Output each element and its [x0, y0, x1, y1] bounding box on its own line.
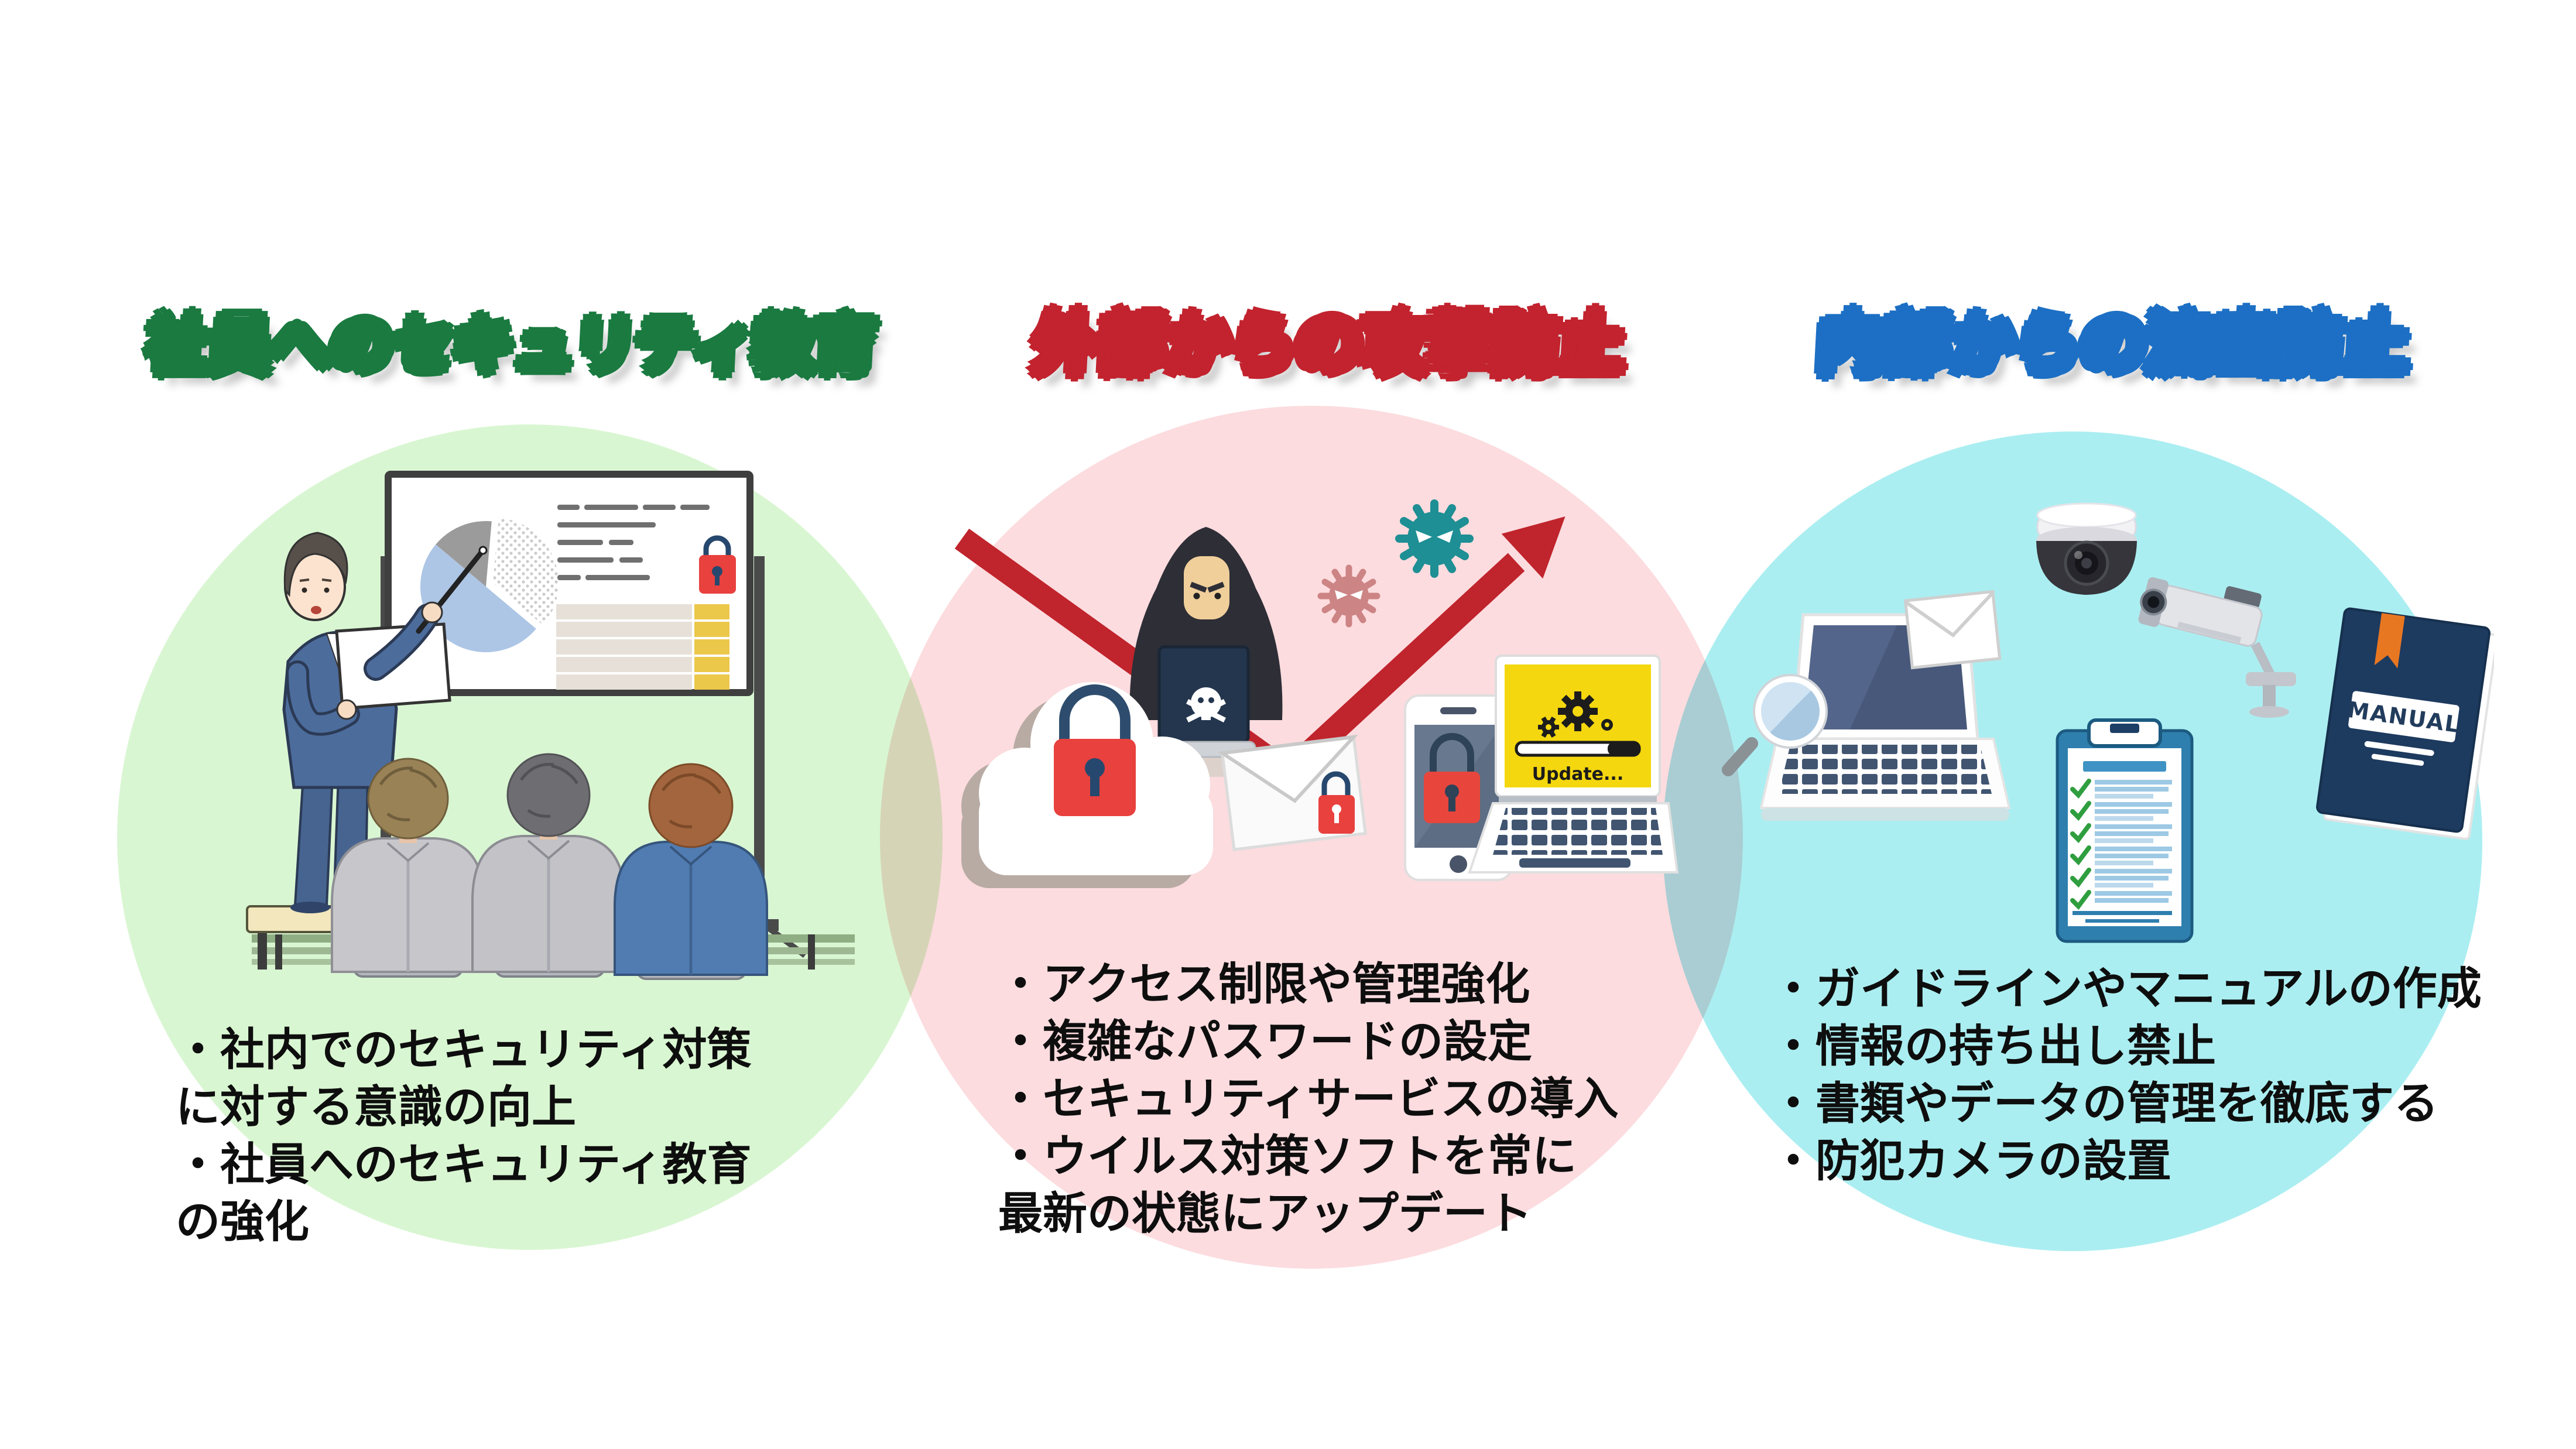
audit-laptop-icon: [1722, 590, 2011, 821]
check-items: [2070, 779, 2172, 910]
internal-leak-bullets: ・ガイドラインやマニュアルの作成 ・情報の持ち出し禁止 ・書類やデータの管理を徹…: [1771, 960, 2482, 1190]
external-attack-title: 外部からの攻撃防止: [1029, 304, 1629, 386]
bullet-line: ・書類やデータの管理を徹底する: [1771, 1077, 2438, 1129]
pie-chart-icon: [420, 518, 559, 653]
locked-email-icon: [1217, 734, 1368, 851]
bullet-line: ・社内でのセキュリティ対策: [176, 1023, 752, 1075]
bullet-line: 最新の状態にアップデート: [998, 1187, 1532, 1239]
bullet-line: ・ウイルス対策ソフトを常に: [998, 1130, 1577, 1182]
gears-icon: [1538, 691, 1613, 738]
board-lock-icon: [699, 535, 736, 594]
update-label: Update...: [1532, 764, 1623, 785]
education-bullets: ・社内でのセキュリティ対策 に対する意識の向上 ・社員へのセキュリティ教育 の強…: [176, 1021, 751, 1251]
virus-icon-pink: [1317, 564, 1381, 628]
checklist-clipboard-icon: [2056, 718, 2194, 943]
attack-illustration: Update...: [954, 499, 1679, 888]
attendee-1: [331, 758, 485, 973]
seminar-illustration: [246, 471, 855, 980]
email-lock-icon: [1318, 771, 1355, 834]
external-attack-bullets: ・アクセス制限や管理強化 ・複雑なパスワードの設定 ・セキュリティサービスの導入…: [998, 955, 1618, 1242]
attendee-2: [471, 753, 626, 973]
virus-icon-teal: [1395, 499, 1474, 578]
bullet-line: の強化: [176, 1195, 309, 1248]
cctv-camera-icon: [2138, 577, 2296, 718]
manual-book-icon: MANUAL: [2316, 607, 2494, 840]
bullet-line: ・セキュリティサービスの導入: [998, 1073, 1619, 1125]
update-laptop-icon: Update...: [1468, 655, 1679, 873]
bullet-line: ・防犯カメラの設置: [1771, 1135, 2171, 1187]
audience: [331, 753, 768, 980]
slide-text-lines: [557, 505, 710, 580]
magnifier-icon: [1722, 674, 1828, 776]
education-title: 社員へのセキュリティ教育: [143, 307, 880, 384]
bullet-line: ・社員へのセキュリティ教育: [176, 1138, 752, 1190]
presenter: [282, 532, 488, 913]
attendee-3: [614, 763, 768, 976]
bullet-line: ・情報の持ち出し禁止: [1771, 1020, 2216, 1072]
whiteboard: [385, 471, 753, 696]
envelope-icon: [1903, 590, 2002, 670]
slide-table: [556, 604, 729, 690]
bullet-line: ・複雑なパスワードの設定: [998, 1015, 1532, 1067]
internal-leak-title: 内部からの流出防止: [1813, 304, 2413, 386]
dome-camera-icon: [2036, 502, 2137, 595]
surveillance-illustration: MANUAL: [1722, 502, 2494, 943]
bullet-line: に対する意識の向上: [176, 1081, 576, 1133]
locked-cloud-icon: [961, 682, 1213, 888]
bullet-line: ・ガイドラインやマニュアルの作成: [1771, 962, 2482, 1015]
bullet-line: ・アクセス制限や管理強化: [998, 958, 1530, 1010]
